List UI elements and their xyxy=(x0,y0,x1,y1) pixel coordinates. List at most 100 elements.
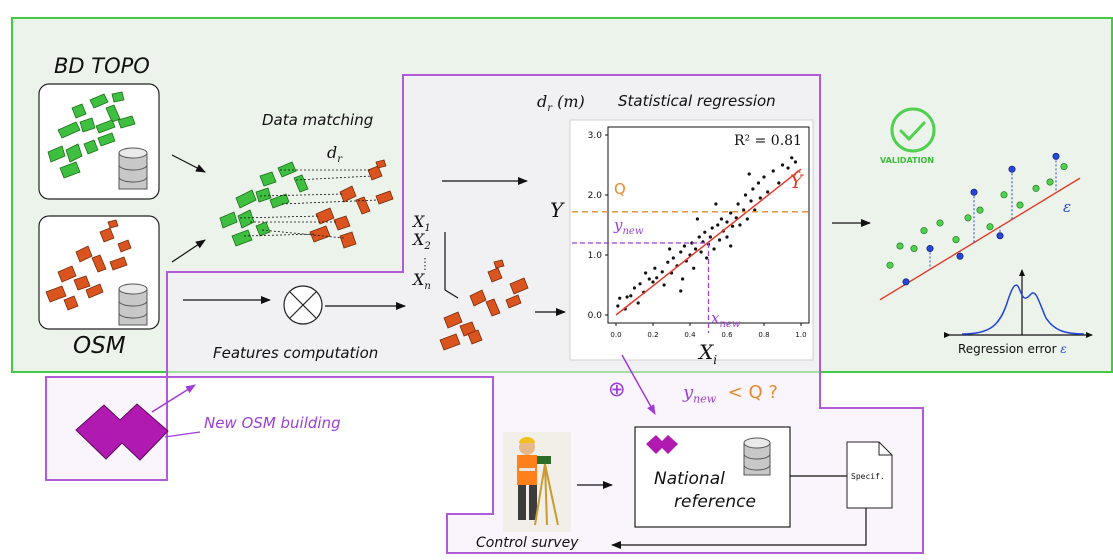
data-point xyxy=(730,224,735,228)
new-osm-building-icon xyxy=(75,403,169,461)
validation-label: VALIDATION xyxy=(880,156,935,165)
connector xyxy=(164,431,201,438)
data-point xyxy=(629,294,633,298)
residual-point xyxy=(996,232,1004,240)
data-point xyxy=(671,256,675,260)
data-point xyxy=(780,163,785,167)
validation-point xyxy=(1060,163,1068,171)
specif-label: Specif. xyxy=(851,472,885,481)
data-point xyxy=(638,282,642,286)
residual-point xyxy=(956,252,964,260)
validation-point xyxy=(1016,201,1024,209)
osm-buildings xyxy=(45,219,132,311)
y-tick-label: 1.0 xyxy=(588,251,603,261)
feature-buildings xyxy=(439,259,529,351)
feature-x2-label: X2 xyxy=(413,230,431,253)
data-point xyxy=(762,175,766,179)
data-point xyxy=(734,216,738,220)
data-point xyxy=(660,270,664,274)
data-point xyxy=(653,266,657,270)
data-point xyxy=(625,295,629,299)
checkmark-icon xyxy=(890,107,936,153)
data-point xyxy=(714,202,718,206)
data-point xyxy=(751,187,755,191)
epsilon-label: ε xyxy=(1063,198,1072,216)
error-distribution xyxy=(944,269,1093,338)
surveyor-illustration xyxy=(503,432,571,532)
data-point xyxy=(790,156,794,160)
x-tick-label: 0.6 xyxy=(721,331,733,339)
validation-point xyxy=(964,214,972,222)
y-new-label: ynew xyxy=(614,216,644,237)
data-point xyxy=(753,208,757,212)
database-icon xyxy=(118,147,148,190)
oplus-symbol: ⊕ xyxy=(608,377,626,401)
fit-line-label: Ŷ xyxy=(790,171,803,193)
data-point xyxy=(679,289,683,293)
validation-point xyxy=(952,236,960,244)
x-tick-label: 0.4 xyxy=(684,331,696,339)
specification-document-icon xyxy=(846,441,893,509)
data-point xyxy=(616,304,620,308)
regression-line xyxy=(615,168,802,316)
validation-point xyxy=(936,219,944,227)
data-point xyxy=(632,286,637,290)
arrow xyxy=(171,239,206,263)
national-reference-label-line1: National xyxy=(654,469,725,489)
data-point xyxy=(716,223,720,227)
data-point xyxy=(679,250,683,254)
data-point xyxy=(693,247,698,251)
data-point xyxy=(668,247,672,251)
threshold-label: Q xyxy=(614,180,626,198)
data-point xyxy=(742,208,746,212)
data-point xyxy=(766,190,770,194)
y-tick-label: 2.0 xyxy=(588,191,603,201)
data-point xyxy=(738,223,742,227)
residual-point xyxy=(1052,152,1060,160)
y-tick-label: 0.0 xyxy=(588,311,603,321)
data-point xyxy=(729,244,733,248)
data-point xyxy=(777,181,781,185)
validation-point xyxy=(1032,184,1040,192)
validation-point xyxy=(886,261,894,269)
data-point xyxy=(756,181,761,185)
x-tick-label: 0.0 xyxy=(610,331,621,339)
arrow xyxy=(171,154,206,173)
y-new-question: ynew < Q ? xyxy=(683,382,778,406)
new-osm-building-label: New OSM building xyxy=(204,414,341,432)
data-point xyxy=(644,271,648,275)
data-point xyxy=(771,169,775,173)
validation-point xyxy=(1046,178,1054,186)
data-point xyxy=(793,160,798,164)
data-point xyxy=(618,296,622,300)
data-point xyxy=(681,277,685,281)
control-survey-label: Control survey xyxy=(476,535,579,551)
chart-r2: R² = 0.81 xyxy=(734,133,802,149)
residual-point xyxy=(970,188,978,196)
matching-links xyxy=(239,169,379,239)
residual-point xyxy=(902,278,910,286)
data-matching-label: Data matching xyxy=(262,111,374,129)
validation-point xyxy=(896,242,904,250)
osm-label: OSM xyxy=(73,333,126,359)
data-point xyxy=(690,241,694,245)
target-y-label: Y xyxy=(550,198,564,222)
residual-point xyxy=(1008,165,1016,173)
data-point xyxy=(682,244,687,248)
data-point xyxy=(662,283,666,287)
data-point xyxy=(695,217,700,221)
matched-green-buildings xyxy=(219,161,309,247)
validation-point xyxy=(1000,191,1008,199)
data-point xyxy=(719,217,724,221)
features-computation-label: Features computation xyxy=(213,344,379,362)
validation-regression-line xyxy=(879,177,1081,301)
validation-point xyxy=(920,227,928,235)
validation-point xyxy=(976,206,984,214)
data-point xyxy=(758,196,762,200)
matched-orange-buildings xyxy=(309,159,394,249)
bd-topo-buildings xyxy=(47,91,136,179)
regression-error-label: Regression error ε xyxy=(956,342,1069,356)
database-icon xyxy=(743,437,771,476)
residual-point xyxy=(926,245,934,253)
